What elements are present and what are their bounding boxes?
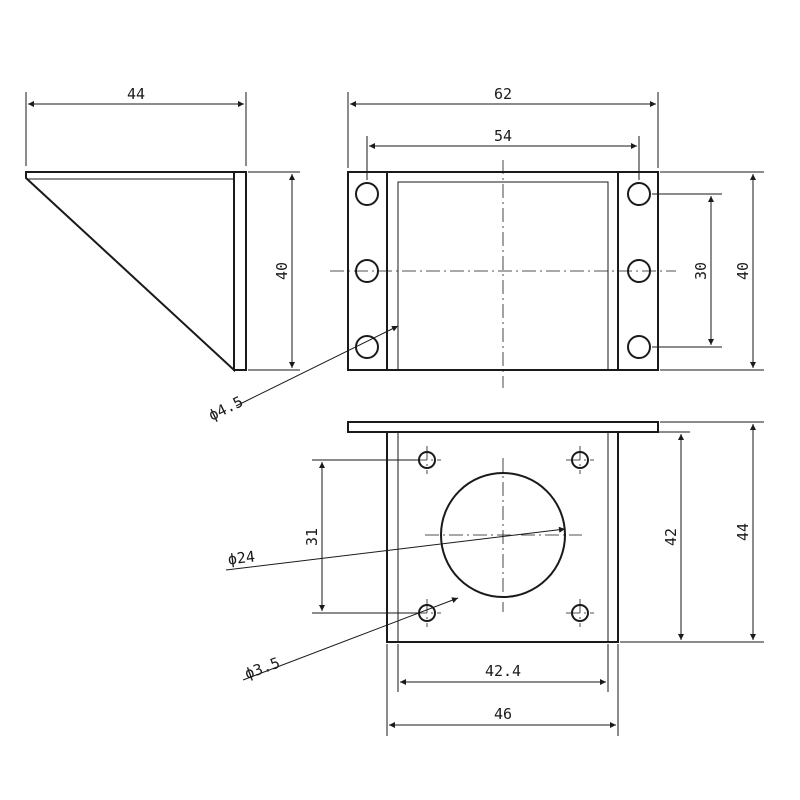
- dim-front-height: 44: [734, 523, 752, 541]
- leader-front-bore: [225, 526, 566, 571]
- top-hole-right-3: [627, 335, 651, 359]
- top-hole-right-1: [627, 182, 651, 206]
- side-view-gusset: [25, 171, 235, 373]
- top-hole-left-3: [355, 335, 379, 359]
- dim-top-width: 62: [494, 85, 512, 103]
- front-view-top-plate: [347, 421, 659, 433]
- dim-front-inner-height: 42: [662, 528, 680, 546]
- front-view: 31 ϕ24 ϕ3.5 42.4 46 42 44: [225, 421, 764, 736]
- dim-top-hole-dia: ϕ4.5: [206, 392, 246, 424]
- top-hole-left-1: [355, 182, 379, 206]
- top-hole-left-2: [355, 259, 379, 283]
- dim-top-height: 40: [734, 262, 752, 280]
- dim-front-width: 46: [494, 705, 512, 723]
- dim-front-bore-dia: ϕ24: [227, 547, 256, 568]
- dim-side-width: 44: [127, 85, 145, 103]
- leader-front-hole: [242, 597, 459, 681]
- side-view-plate: [233, 171, 247, 371]
- side-view: 44 40: [25, 85, 300, 373]
- dim-top-hole-spacing: 54: [494, 127, 512, 145]
- dim-front-hole-dia: ϕ3.5: [242, 654, 282, 683]
- dim-top-hole-pitch: 30: [692, 262, 710, 280]
- dim-side-height: 40: [273, 262, 291, 280]
- dim-front-hole-spacing-v: 31: [303, 528, 321, 546]
- top-hole-right-2: [627, 259, 651, 283]
- dim-front-hole-spacing-h: 42.4: [485, 662, 521, 680]
- top-view: 62 54 30 40 ϕ4.5: [206, 85, 764, 425]
- front-view-body: [386, 431, 619, 643]
- leader-top-hole: [235, 325, 399, 407]
